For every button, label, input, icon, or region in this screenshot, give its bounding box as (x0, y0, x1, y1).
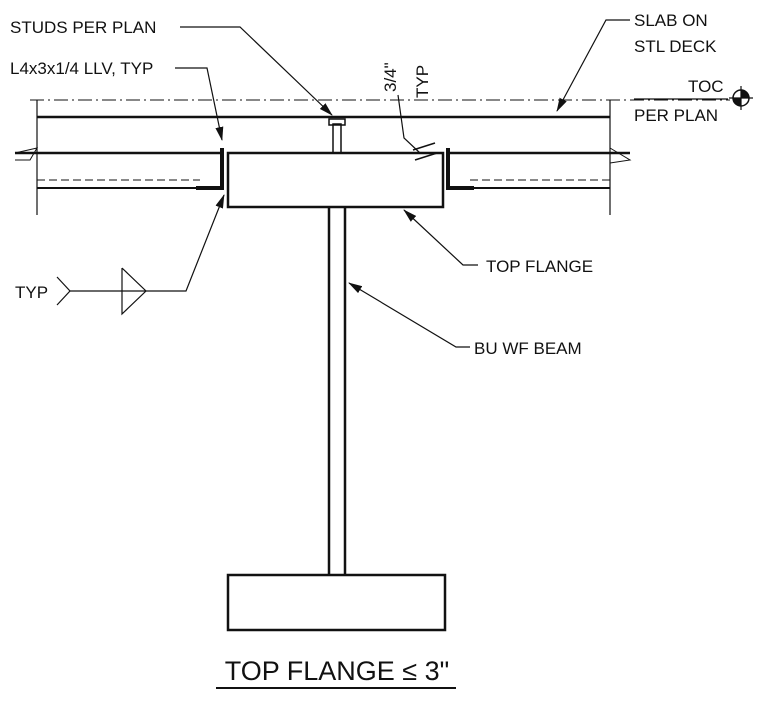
weld-tail (56, 276, 71, 306)
shear-stud-head (328, 118, 346, 126)
angle-leader (175, 67, 224, 141)
weld-typ-label: TYP (15, 283, 48, 302)
studs-leader (180, 26, 333, 116)
shear-stud (332, 123, 342, 154)
slab-label-2: STL DECK (634, 37, 717, 56)
elevation-target-icon (729, 86, 753, 110)
angle-left (196, 148, 224, 190)
weld-symbol-icon (121, 267, 147, 316)
detail-title: TOP FLANGE ≤ 3" (225, 656, 449, 686)
gap-tick-2 (414, 152, 438, 161)
top-flange (226, 151, 445, 209)
angle-right (446, 148, 474, 190)
per-plan-label: PER PLAN (634, 106, 718, 125)
studs-label: STUDS PER PLAN (10, 18, 156, 37)
gap-typ-label: TYP (413, 65, 432, 98)
top-flange-leader (403, 209, 478, 266)
gap-tick-1 (412, 142, 436, 151)
weld-leader (70, 194, 225, 292)
slab-leader (556, 19, 630, 112)
gap-leader (397, 94, 421, 154)
toc-label: TOC (688, 77, 724, 96)
gap-label: 3/4" (381, 62, 400, 92)
beam-leader (348, 282, 470, 348)
break-left (14, 147, 39, 161)
break-right (609, 147, 632, 164)
top-flange-label: TOP FLANGE (486, 257, 593, 276)
angle-label: L4x3x1/4 LLV, TYP (10, 59, 153, 78)
bottom-flange (226, 573, 447, 632)
slab-label-1: SLAB ON (634, 11, 708, 30)
beam-label: BU WF BEAM (474, 339, 582, 358)
